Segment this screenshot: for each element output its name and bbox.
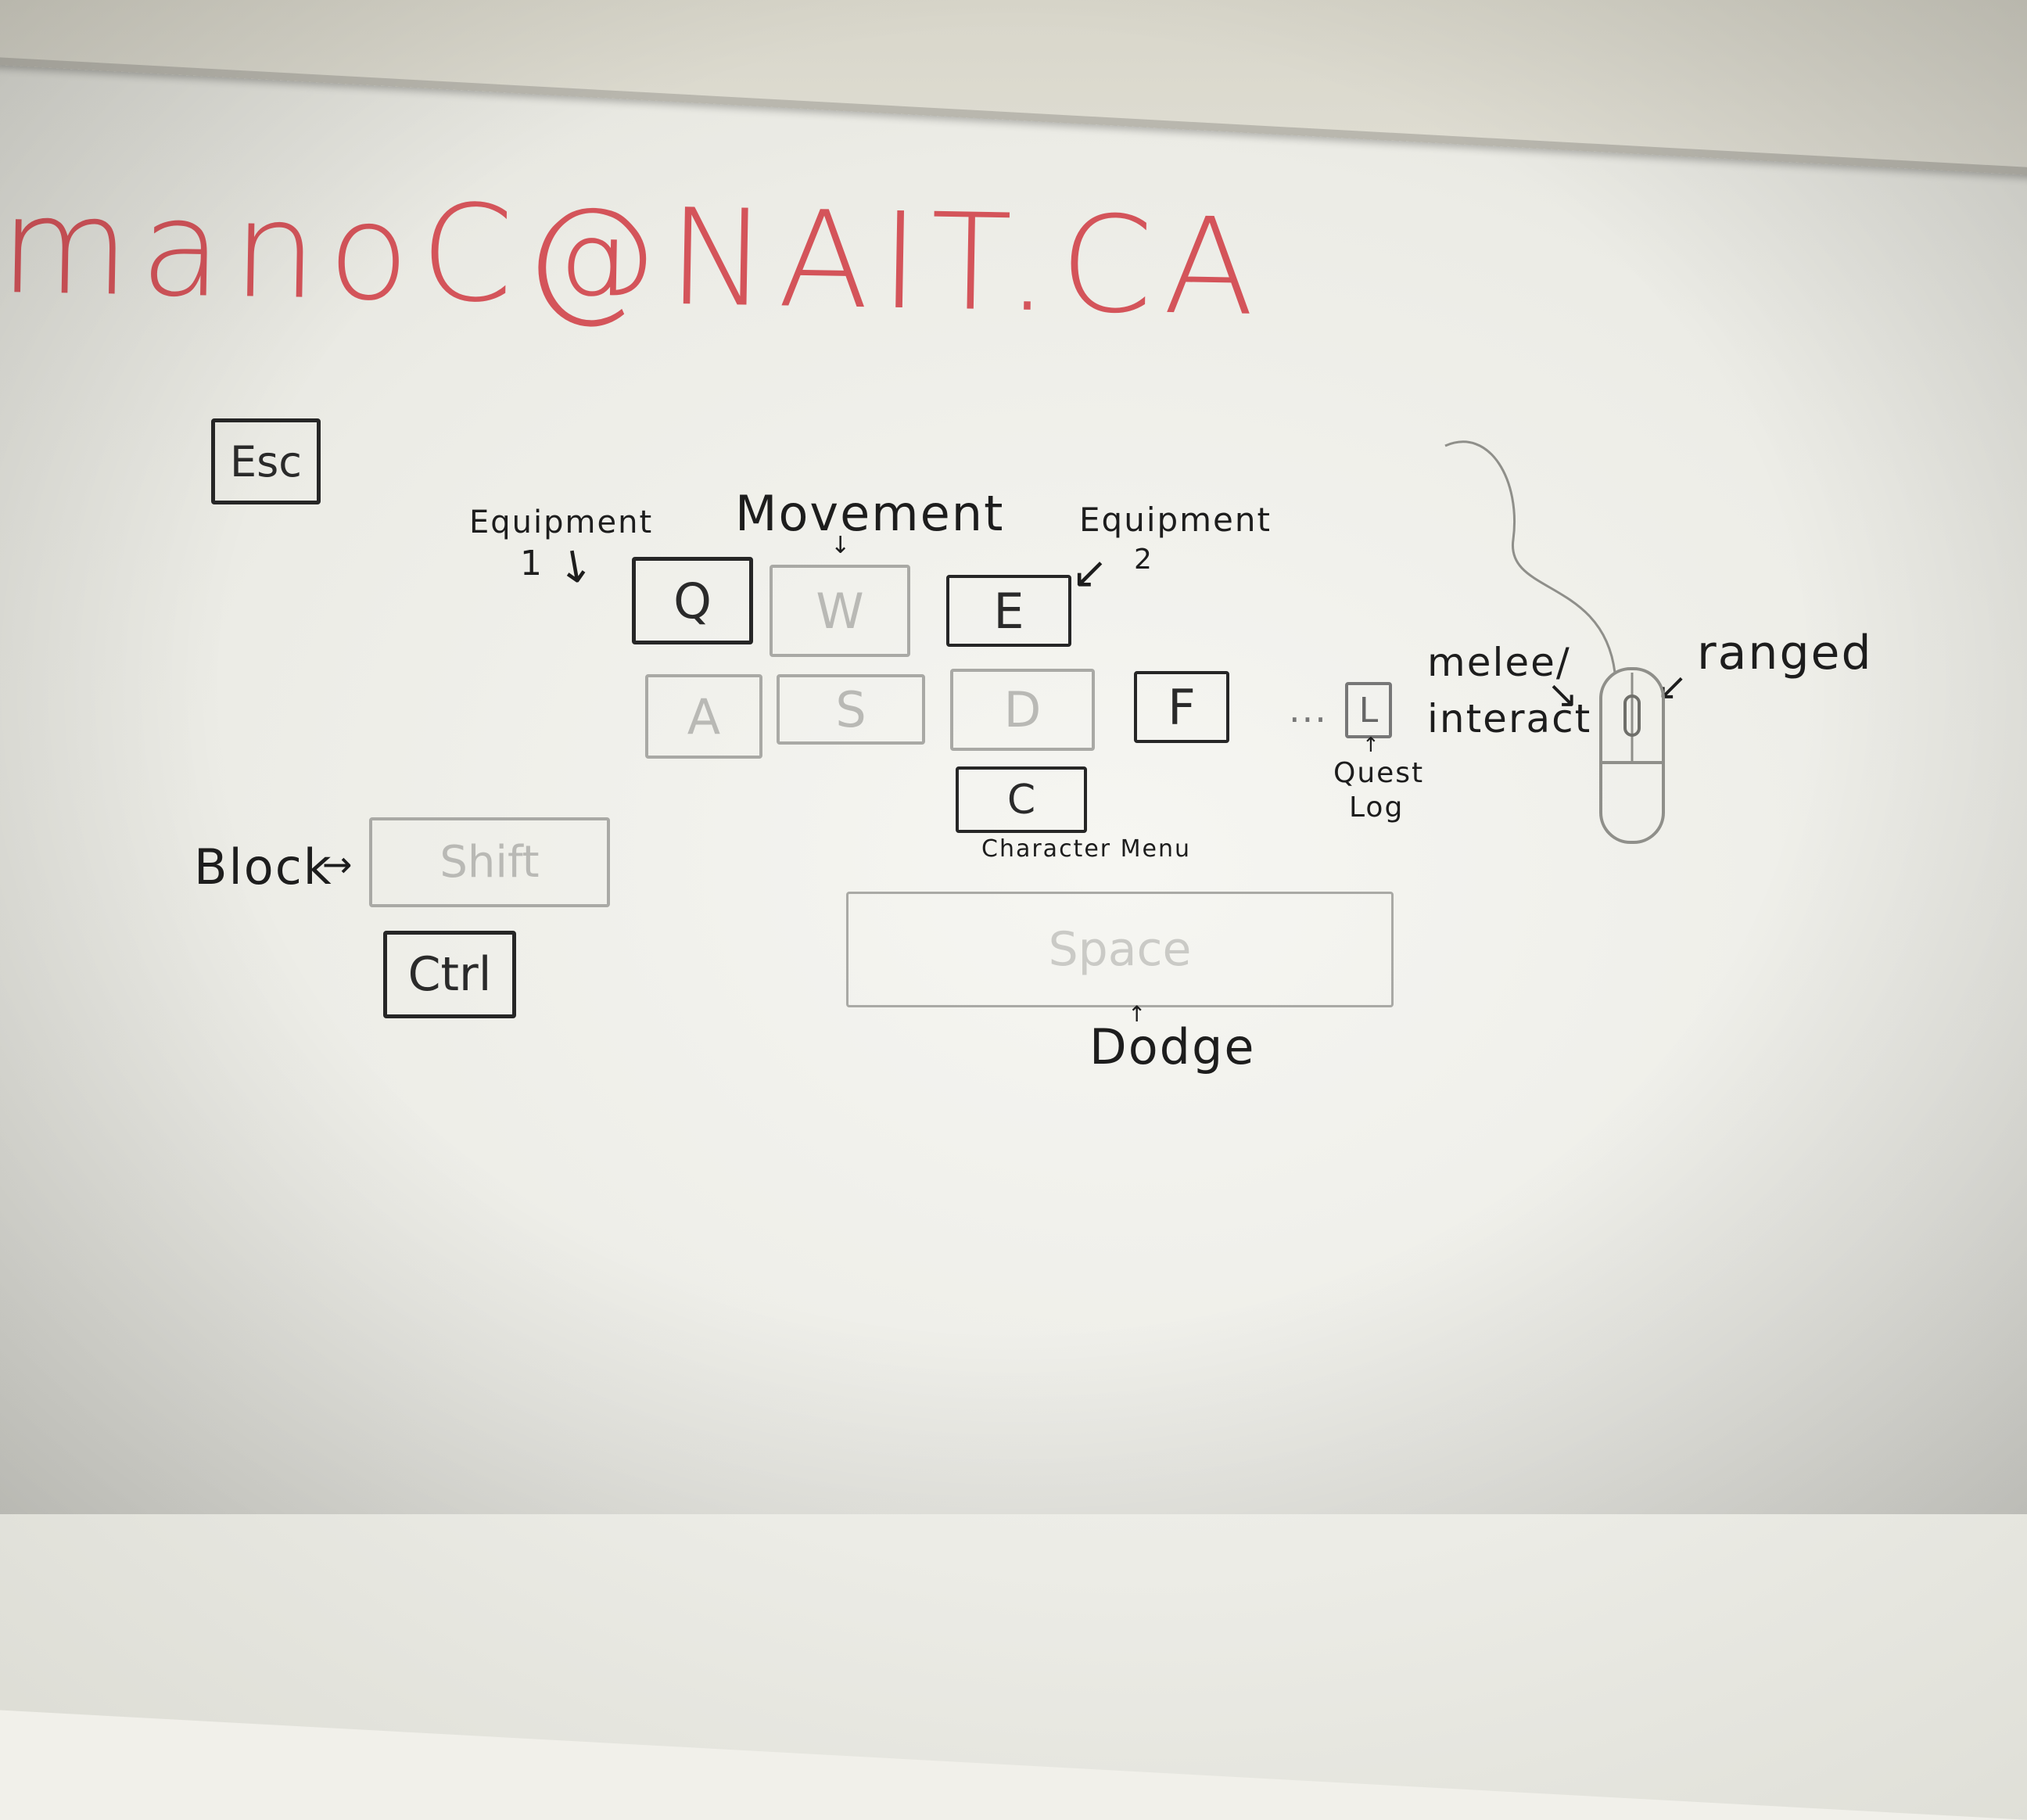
ellipsis: ... xyxy=(1289,688,1328,731)
arrow-icon: ↑ xyxy=(1362,734,1379,757)
quest-log-label-line2: Log xyxy=(1349,792,1405,824)
equipment-2-number: 2 xyxy=(1134,544,1153,576)
ranged-label: ranged xyxy=(1697,626,1873,680)
arrow-icon: ↑ xyxy=(1128,1001,1146,1027)
interact-label: interact xyxy=(1427,696,1592,741)
mouse-icon xyxy=(1444,440,1665,844)
equipment-1-label: Equipment xyxy=(469,504,654,540)
dodge-label: Dodge xyxy=(1089,1018,1256,1075)
arrow-icon: ↙ xyxy=(1071,547,1108,598)
equipment-1-number: 1 xyxy=(520,544,544,583)
q-key: Q xyxy=(632,557,753,644)
s-key: S xyxy=(777,674,925,745)
character-menu-label: Character Menu xyxy=(981,835,1192,863)
equipment-2-label: Equipment xyxy=(1079,501,1272,539)
arrow-icon: ↓ xyxy=(831,532,851,559)
arrow-icon: ↘ xyxy=(1547,673,1579,716)
f-key: F xyxy=(1134,671,1229,743)
e-key: E xyxy=(946,575,1071,647)
space-key: Space xyxy=(846,892,1394,1007)
a-key: A xyxy=(645,674,762,759)
melee-label: melee/ xyxy=(1427,640,1571,685)
shift-key: Shift xyxy=(369,817,610,907)
l-key: L xyxy=(1345,682,1392,738)
block-label: Block xyxy=(194,838,333,896)
w-key: W xyxy=(770,565,910,657)
esc-key: Esc xyxy=(211,418,321,504)
arrow-icon: → xyxy=(322,843,353,885)
c-key: C xyxy=(956,766,1087,833)
ctrl-key: Ctrl xyxy=(383,931,516,1018)
d-key: D xyxy=(950,669,1095,751)
movement-label: Movement xyxy=(735,485,1005,542)
quest-log-label-line1: Quest xyxy=(1333,757,1425,789)
